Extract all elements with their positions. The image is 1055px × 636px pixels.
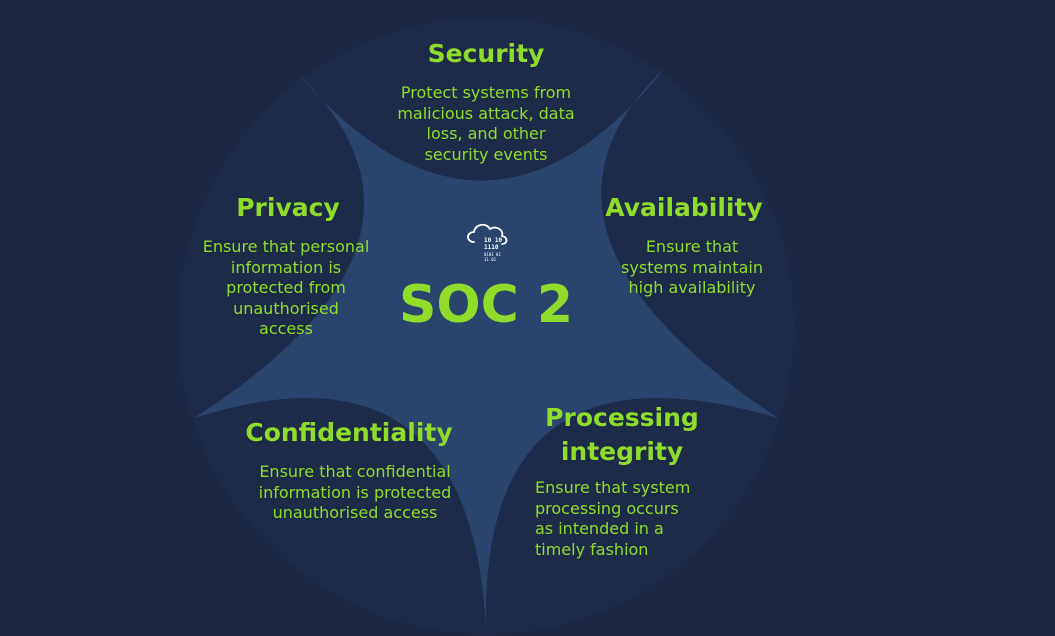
- confidentiality-description-line: unauthorised access: [272, 503, 438, 522]
- icon-binary-line: 10 10: [484, 237, 502, 244]
- security-description-line: loss, and other: [426, 124, 546, 143]
- processing-integrity-title: Processing integrity: [522, 401, 722, 469]
- security-description: Protect systems from malicious attack, d…: [366, 83, 606, 165]
- security-description-line: malicious attack, data: [397, 103, 575, 123]
- privacy-description-line: protected from: [226, 278, 346, 297]
- security-title: Security: [427, 39, 545, 68]
- availability-description-line: Ensure that: [645, 237, 739, 256]
- icon-binary-line: 11 01: [484, 257, 497, 262]
- confidentiality-description: Ensure that confidential information is …: [230, 462, 480, 524]
- privacy-description-line: access: [259, 319, 313, 338]
- processing-integrity-description-line: Ensure that system: [535, 478, 691, 497]
- availability-description-line: systems maintain: [621, 257, 763, 277]
- confidentiality-description-line: Ensure that confidential: [259, 462, 451, 481]
- icon-binary-line: 0101 01: [484, 252, 501, 257]
- center-title: SOC 2: [398, 275, 574, 335]
- privacy-description-line: information is: [230, 257, 342, 277]
- processing-integrity-description-line: as intended in a: [535, 519, 664, 538]
- processing-integrity-description: Ensure that system processing occurs as …: [535, 478, 735, 560]
- confidentiality-title: Confidentiality: [245, 418, 453, 447]
- cloud-binary-icon: 10 10 1110 0101 01 11 01: [467, 223, 508, 262]
- availability-description-line: high availability: [628, 278, 756, 297]
- security-description-line: Protect systems from: [400, 83, 572, 102]
- processing-integrity-title-line: Processing: [545, 403, 699, 432]
- center-star: [194, 68, 778, 628]
- processing-integrity-description-line: processing occurs: [535, 498, 679, 518]
- privacy-description-line: unauthorised: [233, 298, 339, 318]
- processing-integrity-description-line: timely fashion: [535, 539, 649, 559]
- processing-integrity-title-line: integrity: [560, 437, 684, 466]
- security-description-line: security events: [424, 144, 548, 164]
- availability-title: Availability: [605, 193, 763, 222]
- confidentiality-description-line: information is protected: [258, 482, 452, 502]
- availability-description: Ensure that systems maintain high availa…: [594, 237, 790, 299]
- icon-binary-line: 1110: [484, 244, 499, 251]
- privacy-title: Privacy: [236, 193, 340, 222]
- privacy-description-line: Ensure that personal: [202, 237, 370, 256]
- privacy-description: Ensure that personal information is prot…: [171, 237, 401, 340]
